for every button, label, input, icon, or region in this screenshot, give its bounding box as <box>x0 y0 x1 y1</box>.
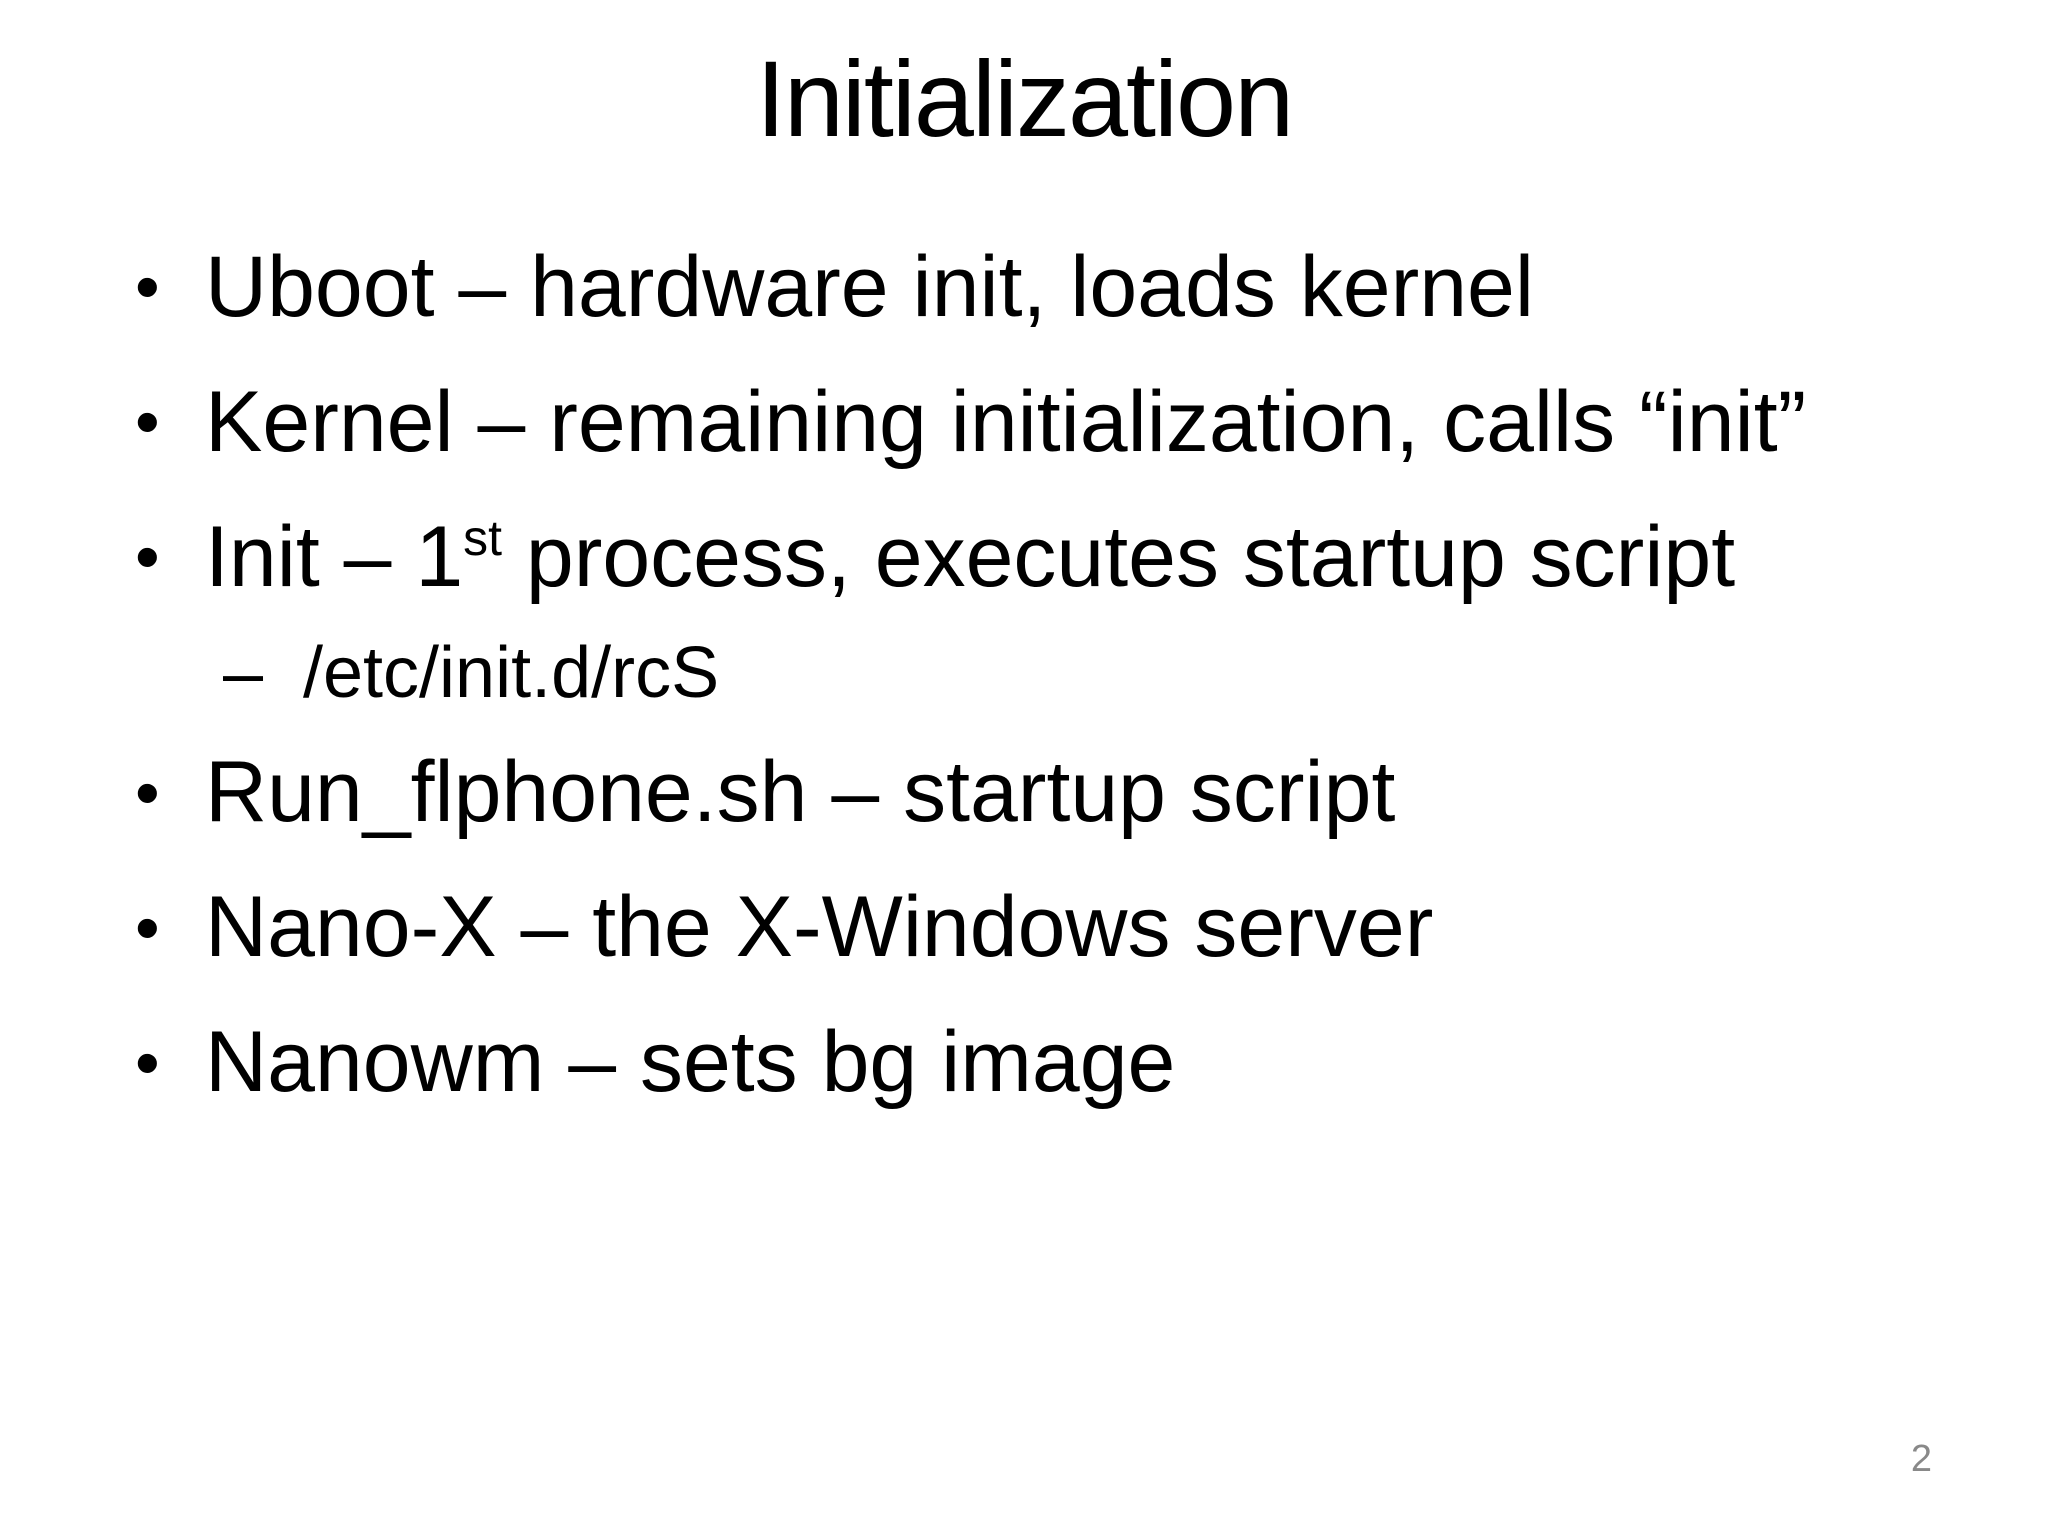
page-number: 2 <box>1910 1438 1932 1480</box>
dot-bullet-marker: • <box>135 887 160 967</box>
dot-bullet-marker: • <box>135 382 160 462</box>
bullet-text: Init – 1st process, executes startup scr… <box>205 508 1935 607</box>
dot-bullet-marker: • <box>135 752 160 832</box>
bullet-item: • Nanowm – sets bg image <box>135 1013 1935 1112</box>
bullet-item: • Uboot – hardware init, loads kernel <box>135 238 1935 337</box>
bullet-item: • Init – 1st process, executes startup sc… <box>135 508 1935 607</box>
dot-bullet-marker: • <box>135 1022 160 1102</box>
superscript: st <box>463 509 502 566</box>
bullet-text: /etc/init.d/rcS <box>303 632 720 713</box>
bullet-text-part: process, executes startup script <box>501 508 1736 605</box>
dot-bullet-marker: • <box>135 247 160 327</box>
slide-body: • Uboot – hardware init, loads kernel • Ker… <box>135 238 1935 1148</box>
bullet-list: • Uboot – hardware init, loads kernel • Ker… <box>135 238 1935 1112</box>
bullet-text: Kernel – remaining initialization, calls… <box>205 373 1807 470</box>
bullet-text-part: Init – 1 <box>205 508 464 605</box>
bullet-text: Uboot – hardware init, loads kernel <box>205 239 1534 335</box>
bullet-item: • Run_flphone.sh – startup script <box>135 743 1935 842</box>
dot-bullet-marker: • <box>135 517 160 597</box>
bullet-item: • Nano-X – the X-Windows server <box>135 878 1935 977</box>
slide-title: Initialization <box>755 38 1294 159</box>
bullet-text: Nanowm – sets bg image <box>205 1014 1176 1111</box>
bullet-text: Run_flphone.sh – startup script <box>205 744 1396 841</box>
dash-bullet-marker: – <box>223 632 264 713</box>
bullet-text: Nano-X – the X-Windows server <box>205 879 1434 976</box>
sub-bullet-item: –/etc/init.d/rcS <box>223 633 1935 714</box>
bullet-item: • Kernel – remaining initialization, call… <box>135 373 1935 472</box>
